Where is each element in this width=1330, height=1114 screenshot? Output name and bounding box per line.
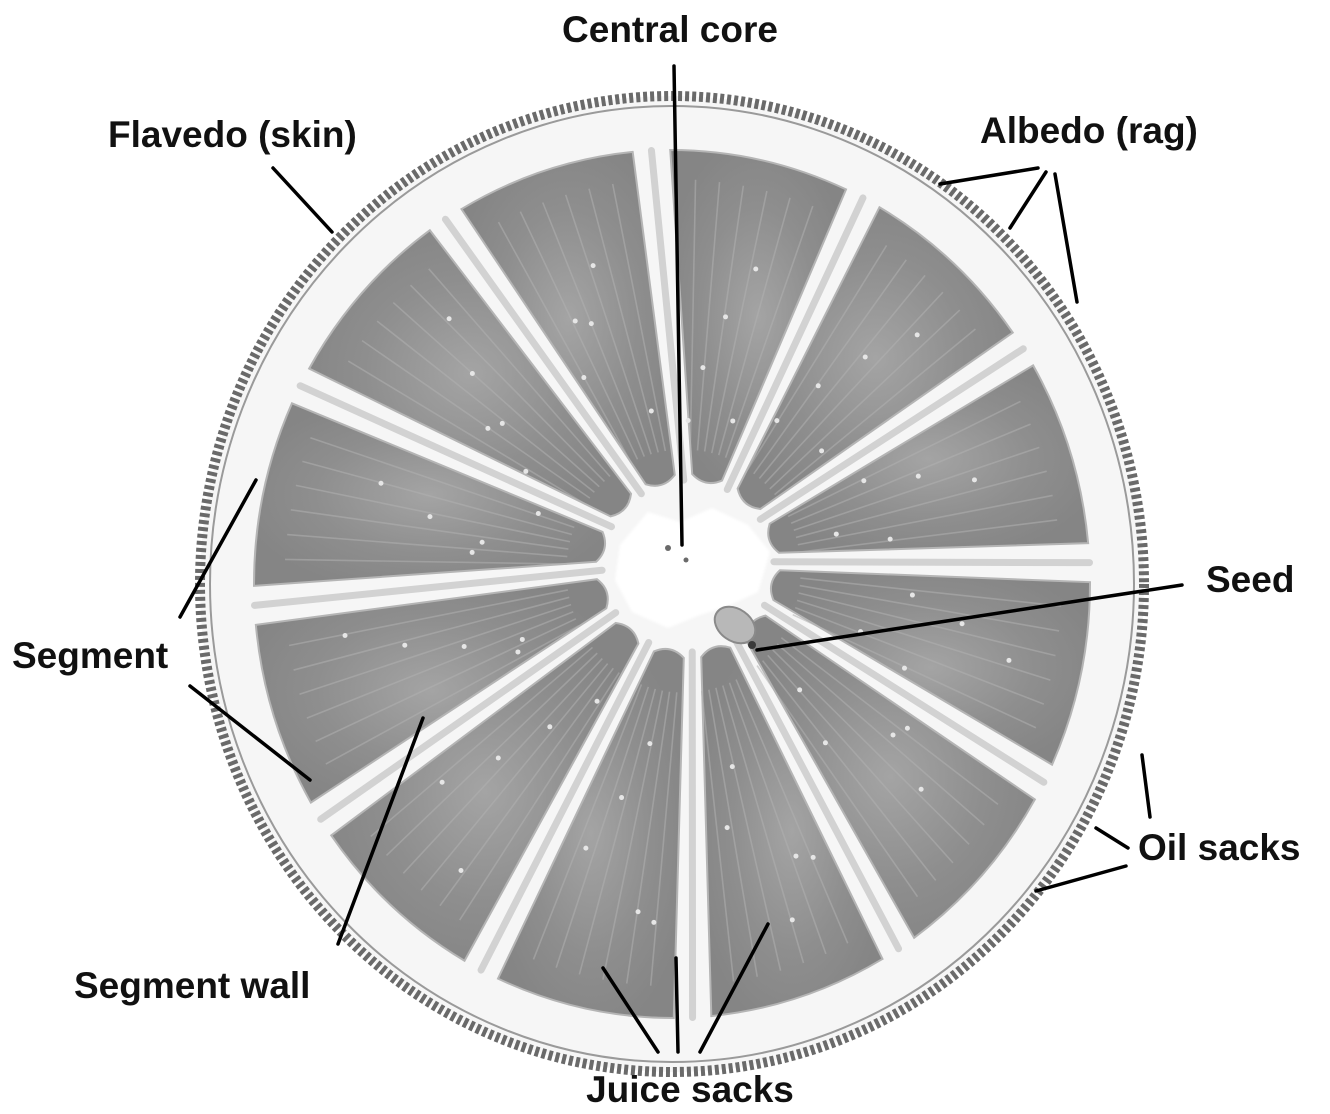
- juice-sack-highlight: [725, 825, 730, 830]
- juice-sack-highlight: [730, 764, 735, 769]
- label-seed: Seed: [1206, 559, 1294, 600]
- juice-sack-highlight: [816, 383, 821, 388]
- juice-sack-highlight: [520, 637, 525, 642]
- core-speck: [665, 545, 671, 551]
- juice-sack-highlight: [485, 426, 490, 431]
- juice-sack-highlight: [378, 481, 383, 486]
- label-oil-sacks: Oil sacks: [1138, 827, 1301, 868]
- juice-sack-highlight: [343, 633, 348, 638]
- juice-sack-highlight: [1006, 658, 1011, 663]
- juice-sack-highlight: [811, 855, 816, 860]
- label-segment-wall: Segment wall: [74, 965, 310, 1006]
- juice-sack-highlight: [523, 469, 528, 474]
- juice-sack-highlight: [793, 854, 798, 859]
- juice-sack-highlight: [480, 540, 485, 545]
- juice-sack-highlight: [891, 733, 896, 738]
- juice-sack-highlight: [649, 409, 654, 414]
- juice-sack-highlight: [834, 532, 839, 537]
- juice-sack-highlight: [447, 316, 452, 321]
- juice-sack-highlight: [861, 478, 866, 483]
- juice-sack-highlight: [919, 787, 924, 792]
- juice-sack-highlight: [589, 321, 594, 326]
- leader-juice-sacks-2: [676, 958, 678, 1052]
- juice-sack-highlight: [915, 332, 920, 337]
- juice-sack-highlight: [462, 644, 467, 649]
- juice-sack-highlight: [797, 687, 802, 692]
- juice-sack-highlight: [515, 649, 520, 654]
- juice-sack-highlight: [459, 868, 464, 873]
- juice-sack-highlight: [902, 666, 907, 671]
- juice-sack-highlight: [500, 421, 505, 426]
- juice-sack-highlight: [496, 755, 501, 760]
- juice-sack-highlight: [819, 448, 824, 453]
- juice-sack-highlight: [753, 266, 758, 271]
- juice-sack-highlight: [700, 365, 705, 370]
- juice-sack-highlight: [573, 318, 578, 323]
- juice-sack-highlight: [916, 474, 921, 479]
- juice-sack-highlight: [960, 621, 965, 626]
- leader-oil-sacks-1: [1142, 755, 1150, 817]
- juice-sack-highlight: [581, 375, 586, 380]
- juice-sack-highlight: [636, 909, 641, 914]
- juice-sack-highlight: [647, 741, 652, 746]
- juice-sack-highlight: [863, 354, 868, 359]
- juice-sack-highlight: [536, 511, 541, 516]
- juice-sack-highlight: [686, 418, 691, 423]
- juice-sack-highlight: [547, 724, 552, 729]
- leader-albedo-3: [1055, 174, 1077, 302]
- leader-flavedo: [273, 168, 332, 232]
- juice-sack-highlight: [723, 314, 728, 319]
- juice-sack-highlight: [790, 917, 795, 922]
- juice-sack-highlight: [774, 418, 779, 423]
- juice-sack-highlight: [591, 263, 596, 268]
- label-juice-sacks: Juice sacks: [586, 1069, 794, 1110]
- label-flavedo: Flavedo (skin): [108, 114, 357, 155]
- leader-oil-sacks-2: [1096, 828, 1128, 848]
- label-central-core: Central core: [562, 9, 778, 50]
- juice-sack-highlight: [470, 371, 475, 376]
- leader-albedo-1: [940, 168, 1038, 184]
- juice-sack-highlight: [402, 643, 407, 648]
- juice-sack-highlight: [470, 550, 475, 555]
- juice-sack-highlight: [730, 418, 735, 423]
- juice-sack-highlight: [888, 537, 893, 542]
- juice-sack-highlight: [823, 740, 828, 745]
- juice-sack-highlight: [972, 477, 977, 482]
- seed-tip: [748, 641, 756, 649]
- juice-sack-highlight: [619, 795, 624, 800]
- juice-sack-highlight: [427, 514, 432, 519]
- segment-wall: [774, 562, 1090, 563]
- juice-sack-highlight: [583, 846, 588, 851]
- core-speck: [684, 558, 689, 563]
- fruit-slice: [200, 96, 1144, 1072]
- label-segment: Segment: [12, 635, 168, 676]
- label-albedo: Albedo (rag): [980, 110, 1198, 151]
- juice-sack-highlight: [905, 726, 910, 731]
- juice-sack-highlight: [595, 699, 600, 704]
- juice-sack-highlight: [910, 593, 915, 598]
- juice-sack-highlight: [440, 780, 445, 785]
- juice-sack-highlight: [651, 920, 656, 925]
- leader-albedo-2: [1010, 172, 1046, 228]
